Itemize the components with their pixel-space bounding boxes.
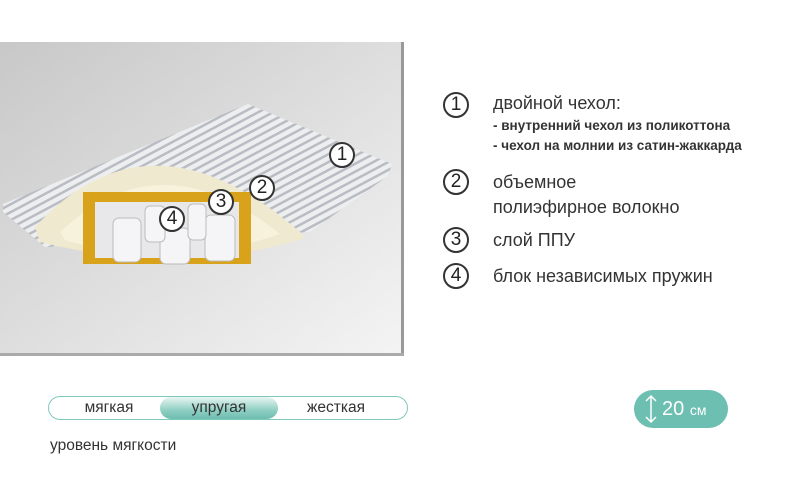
callout-1: 1 xyxy=(329,142,355,168)
softness-option-firm: жесткая xyxy=(307,399,365,416)
legend-title-1: двойной чехол: xyxy=(493,93,621,113)
legend-title-2: объемное xyxy=(493,172,577,192)
legend-title-2b: полиэфирное волокно xyxy=(493,197,680,217)
height-unit: см xyxy=(689,402,707,418)
legend-detail: - чехол на молнии из сатин-жаккарда xyxy=(493,138,742,153)
legend-title-3: слой ППУ xyxy=(493,230,576,250)
legend-num-4: 4 xyxy=(443,263,469,289)
softness-label: уровень мягкости xyxy=(50,437,177,454)
vertical-arrows-icon xyxy=(645,394,657,424)
callout-4: 4 xyxy=(159,206,185,232)
softness-option-elastic-selected: упругая xyxy=(160,397,278,419)
height-badge: 20 см xyxy=(634,390,728,428)
legend-num-2: 2 xyxy=(443,169,469,195)
height-value: 20 xyxy=(662,398,685,420)
legend-num-3: 3 xyxy=(443,227,469,253)
softness-scale: мягкая упругая жесткая xyxy=(48,396,408,420)
mattress-cutaway-illustration: 1 2 3 4 xyxy=(0,42,404,356)
legend-detail: - внутренний чехол из поликоттона xyxy=(493,118,731,133)
softness-option-soft: мягкая xyxy=(84,399,134,416)
callout-3: 3 xyxy=(208,189,234,215)
legend-num-1: 1 xyxy=(443,92,469,118)
legend-title-4: блок независимых пружин xyxy=(493,266,713,286)
callout-2: 2 xyxy=(249,175,275,201)
